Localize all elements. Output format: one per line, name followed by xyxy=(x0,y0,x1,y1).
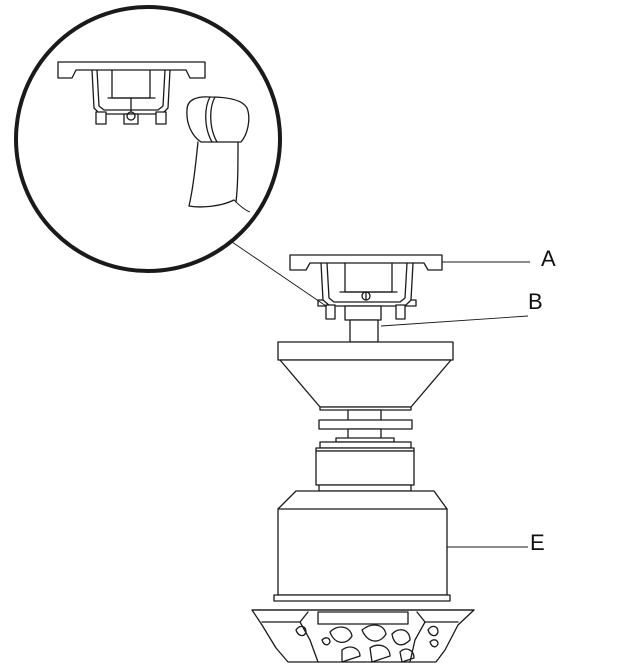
downrod xyxy=(315,409,415,452)
detail-circle xyxy=(14,5,282,273)
detail-hanger-ball xyxy=(186,96,251,213)
motor-coupling xyxy=(315,450,415,492)
detail-leader-line xyxy=(231,241,327,307)
label-b: B xyxy=(528,289,543,314)
label-e: E xyxy=(530,530,545,555)
part-a-mounting-bracket xyxy=(289,254,443,320)
detail-mounting-bracket xyxy=(57,61,206,125)
blade-bracket-assembly xyxy=(251,609,475,663)
detail-callout xyxy=(14,5,327,307)
label-a: A xyxy=(541,246,556,271)
canopy xyxy=(277,341,454,411)
part-e-motor-housing xyxy=(273,490,451,602)
part-b-coupler xyxy=(344,305,382,343)
leader-line-b xyxy=(380,315,529,327)
